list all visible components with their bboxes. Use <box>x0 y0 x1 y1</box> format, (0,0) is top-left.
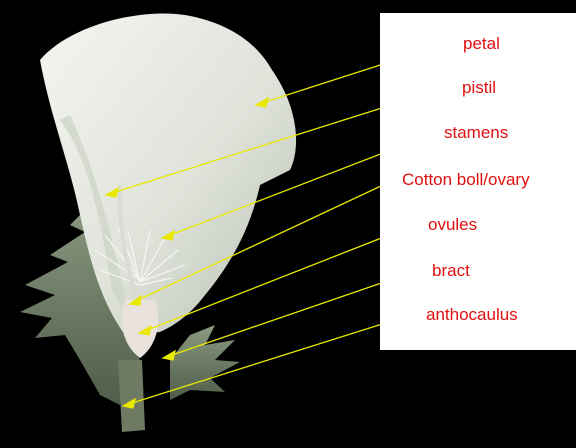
label-stamens: stamens <box>444 124 508 141</box>
label-anthocaulus: anthocaulus <box>426 306 518 323</box>
label-ovules: ovules <box>428 216 477 233</box>
stem <box>118 360 145 432</box>
label-cotton-boll-ovary: Cotton boll/ovary <box>402 171 530 188</box>
label-petal: petal <box>463 35 500 52</box>
label-pistil: pistil <box>462 79 496 96</box>
label-bract: bract <box>432 262 470 279</box>
